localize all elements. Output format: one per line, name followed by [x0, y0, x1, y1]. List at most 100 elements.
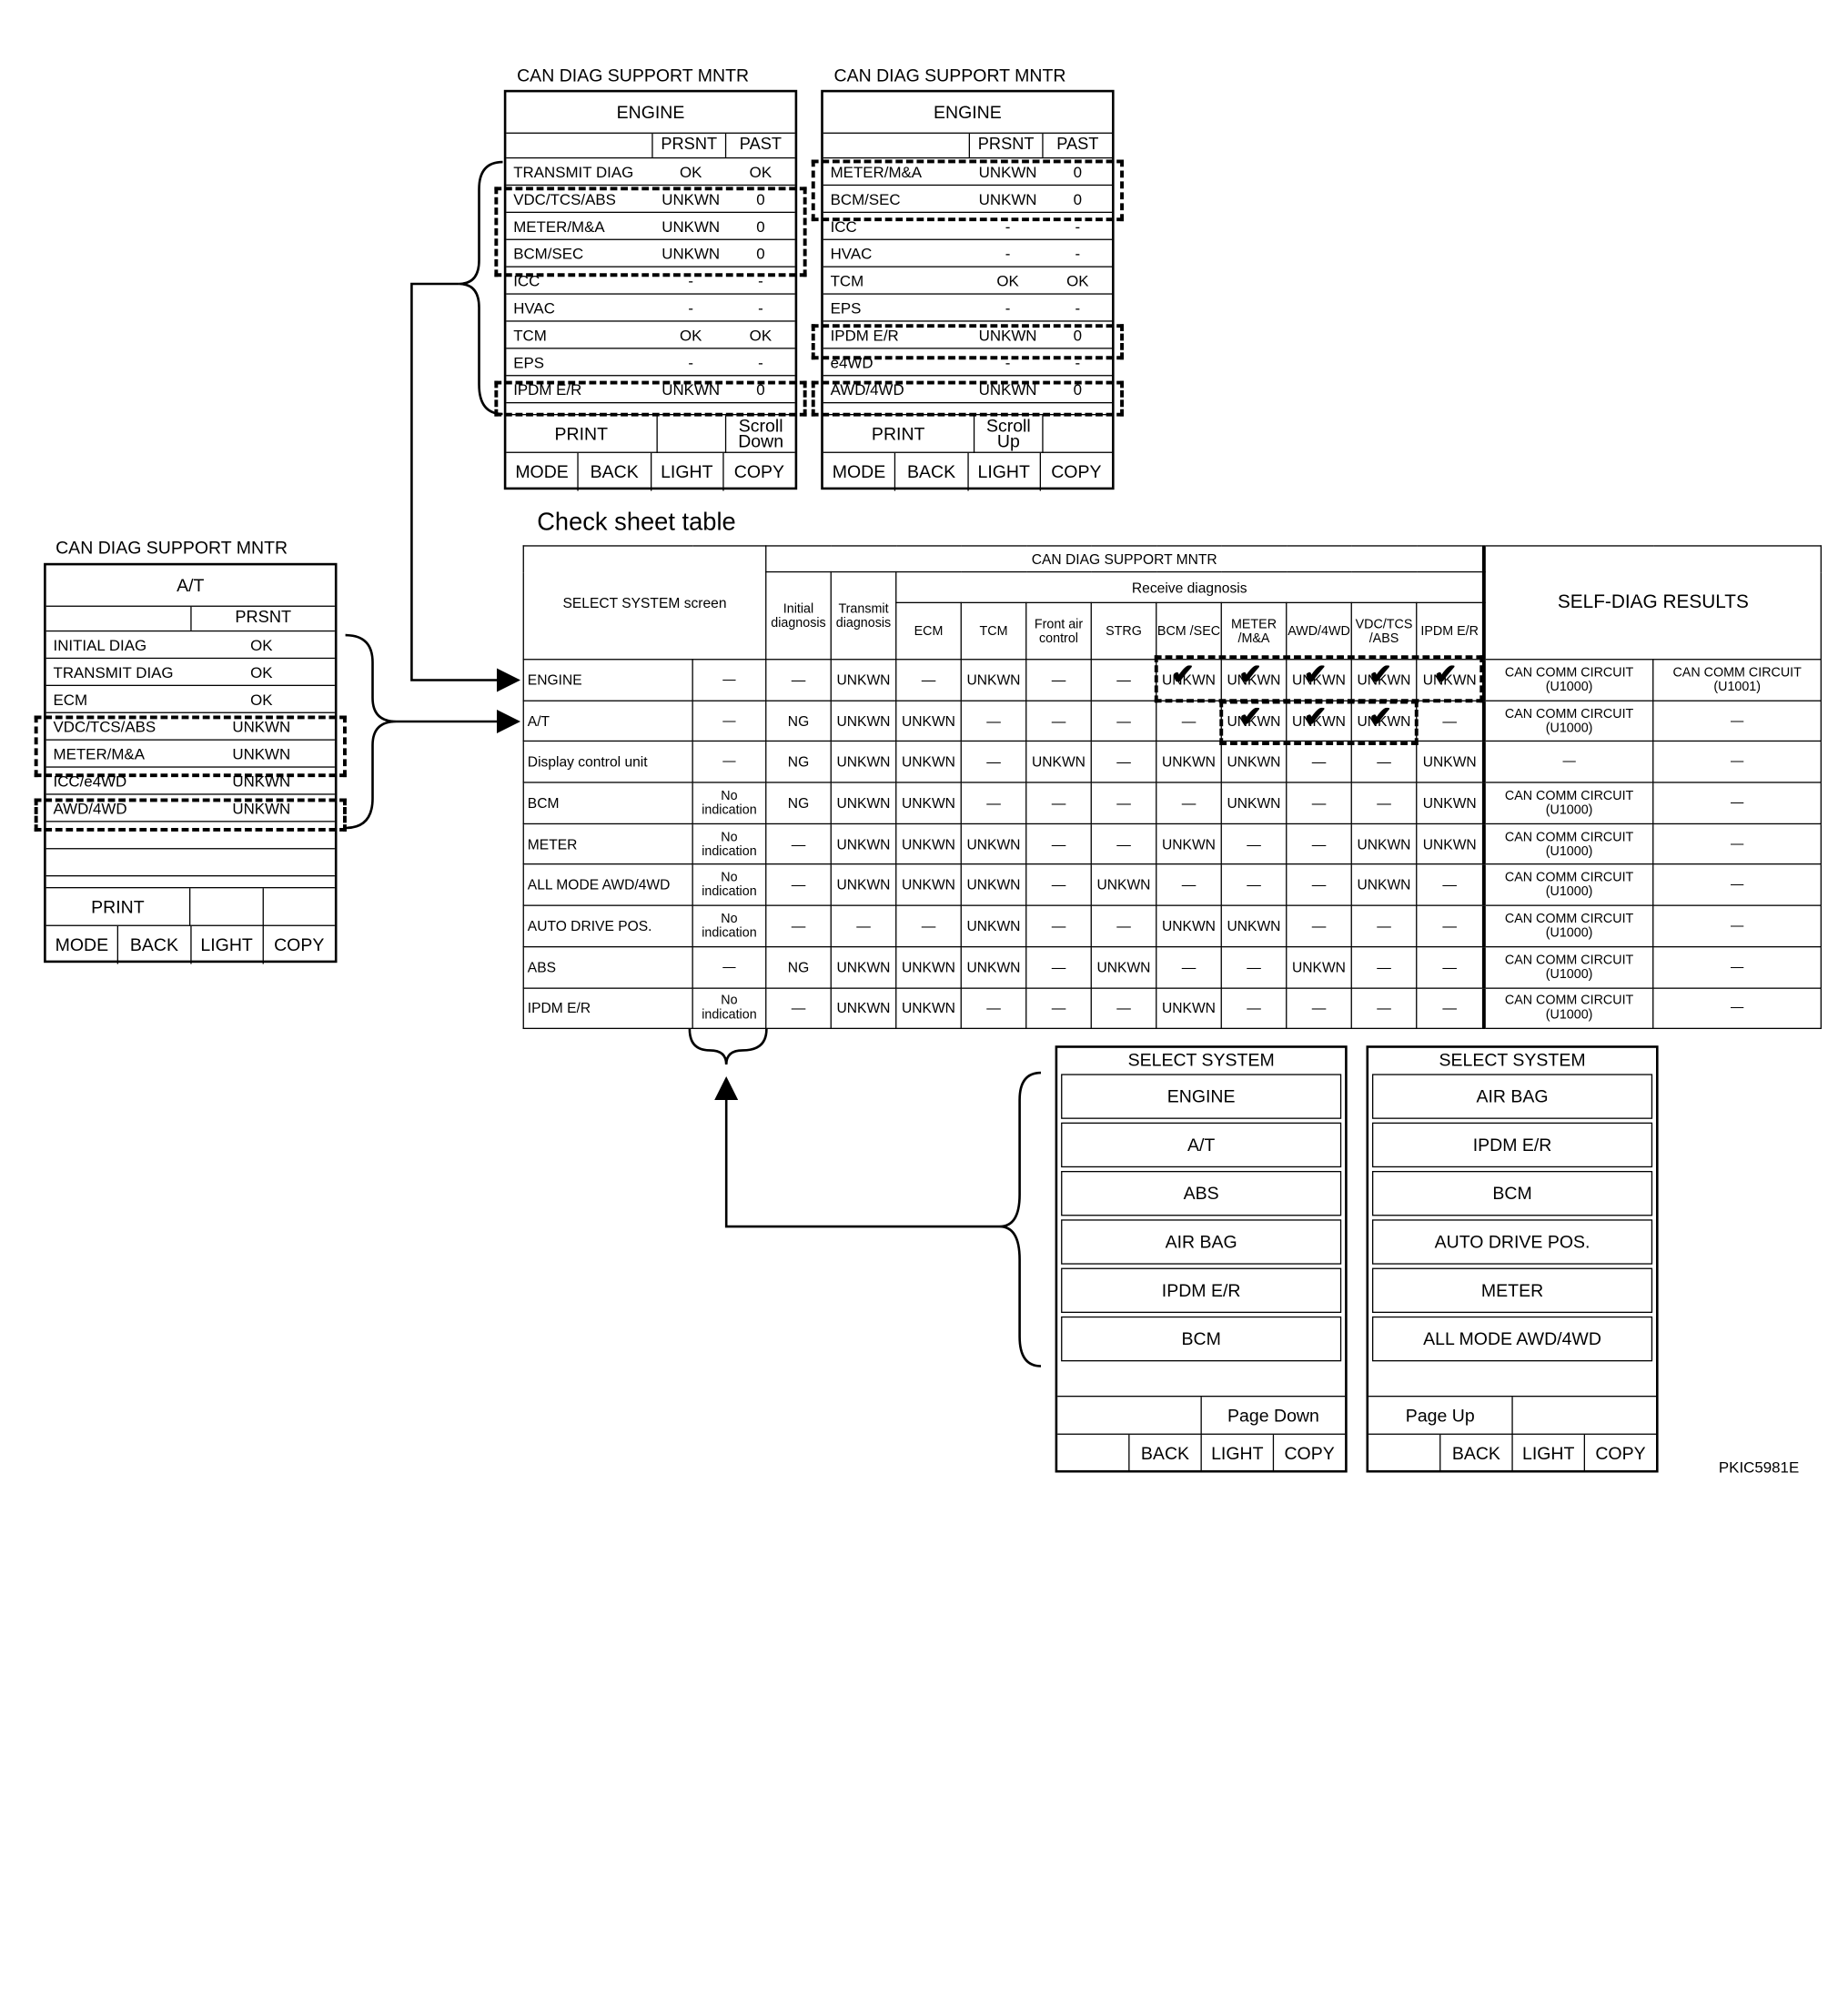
select-system-item[interactable]: ALL MODE AWD/4WD [1372, 1316, 1653, 1362]
copy-button[interactable]: COPY [733, 461, 785, 482]
header-receive-col: VDC/TCS /ABS [1350, 601, 1418, 661]
table-cell: UNKWN [830, 659, 897, 701]
scroll-up-button[interactable]: Scroll Up [974, 415, 1045, 453]
mode-button[interactable]: MODE [506, 452, 580, 491]
table-cell: CAN COMM CIRCUIT (U1000) [1482, 904, 1654, 948]
button-row-top: PRINT Scroll Down [506, 413, 795, 453]
row-past: 0 [1073, 326, 1082, 344]
blank-button[interactable] [1368, 1434, 1441, 1473]
select-system-title: SELECT SYSTEM [1127, 1050, 1275, 1071]
screen-row: ICC-- [823, 213, 1112, 240]
back-button[interactable]: BACK [1440, 1434, 1513, 1473]
page-down-button[interactable]: Page Down [1227, 1406, 1319, 1427]
table-cell: — [1286, 863, 1352, 906]
blank-button[interactable] [1513, 1397, 1656, 1435]
light-button[interactable]: LIGHT [651, 452, 724, 491]
table-cell: — [1416, 863, 1485, 906]
back-button[interactable]: BACK [579, 452, 651, 491]
page-up-button[interactable]: Page Up [1368, 1397, 1513, 1435]
check-mark-icon: ✔ [1171, 659, 1196, 691]
check-sheet-title: Check sheet table [537, 509, 736, 536]
light-button[interactable]: LIGHT [1202, 1434, 1275, 1473]
copy-button[interactable]: COPY [1284, 1443, 1335, 1464]
blank-button[interactable] [263, 888, 335, 926]
select-system-item[interactable]: AUTO DRIVE POS. [1372, 1219, 1653, 1265]
col-past: PAST [1056, 133, 1099, 153]
arrow-to-engine [410, 282, 520, 692]
select-system-item[interactable]: IPDM E/R [1061, 1267, 1342, 1313]
brace-select [999, 1071, 1042, 1367]
copy-button[interactable]: COPY [274, 934, 325, 955]
blank-button[interactable] [190, 888, 264, 926]
back-button[interactable]: BACK [895, 452, 969, 491]
blank-button[interactable] [1057, 1397, 1202, 1435]
row-present: - [1005, 244, 1011, 262]
row-label: VDC/TCS/ABS [513, 189, 616, 208]
blank-button[interactable] [1044, 415, 1112, 453]
light-button[interactable]: LIGHT [191, 925, 264, 964]
table-cell: No indication [692, 904, 767, 948]
table-cell: — [1350, 986, 1418, 1030]
row-present: OK [679, 326, 702, 344]
table-cell: — [1652, 822, 1823, 865]
table-cell: — [1286, 782, 1352, 824]
print-button[interactable]: PRINT [506, 415, 658, 453]
table-cell: — [1482, 741, 1654, 783]
light-button[interactable]: LIGHT [1513, 1434, 1585, 1473]
mode-button[interactable]: MODE [823, 452, 896, 491]
select-system-item[interactable]: A/T [1061, 1122, 1342, 1168]
highlight-box [1219, 700, 1419, 745]
select-system-item[interactable]: ENGINE [1061, 1074, 1342, 1119]
select-system-item[interactable]: AIR BAG [1061, 1219, 1342, 1265]
print-button[interactable]: PRINT [823, 415, 974, 453]
table-cell: — [1652, 741, 1823, 783]
table-cell: UNKWN [960, 904, 1027, 948]
screen-subheader: PRSNT PAST [823, 133, 1112, 159]
row-past: 0 [756, 217, 765, 236]
screen-row: HVAC-- [506, 295, 795, 322]
back-button[interactable]: BACK [118, 925, 191, 964]
table-cell: No indication [692, 822, 767, 865]
row-label: EPS [513, 353, 545, 371]
row-past: 0 [1073, 379, 1082, 399]
header-receive-col: Front air control [1025, 601, 1092, 661]
table-cell: UNKWN [960, 659, 1027, 701]
copy-button[interactable]: COPY [1595, 1443, 1646, 1464]
header-receive-col: AWD/4WD [1286, 601, 1352, 661]
table-cell: — [765, 986, 832, 1030]
select-system-item[interactable]: ABS [1061, 1171, 1342, 1216]
select-system-item[interactable]: METER [1372, 1267, 1653, 1313]
select-system-item[interactable]: IPDM E/R [1372, 1122, 1653, 1168]
row-present: UNKWN [661, 217, 721, 236]
select-system-item[interactable]: BCM [1061, 1316, 1342, 1362]
blank-button[interactable] [657, 415, 727, 453]
header-receive-col: TCM [960, 601, 1027, 661]
row-label: IPDM E/R [830, 326, 899, 344]
header-receive-col: IPDM E/R [1416, 601, 1485, 661]
table-cell: UNKWN [1090, 945, 1157, 989]
table-cell: UNKWN [960, 822, 1027, 865]
select-system-item[interactable]: AIR BAG [1372, 1074, 1653, 1119]
scroll-down-button[interactable]: Scroll Down [738, 416, 784, 452]
table-cell: No indication [692, 986, 767, 1030]
header-receive-col: ECM [895, 601, 962, 661]
print-button[interactable]: PRINT [46, 888, 191, 926]
select-system-item[interactable]: BCM [1372, 1171, 1653, 1216]
mode-button[interactable]: MODE [46, 925, 119, 964]
blank-button[interactable] [1057, 1434, 1130, 1473]
table-cell: UNKWN [1286, 945, 1352, 989]
row-label: AWD/4WD [830, 379, 904, 399]
check-mark-icon: ✔ [1433, 659, 1458, 691]
copy-button[interactable]: COPY [1051, 461, 1102, 482]
back-button[interactable]: BACK [1130, 1434, 1202, 1473]
light-button[interactable]: LIGHT [968, 452, 1041, 491]
